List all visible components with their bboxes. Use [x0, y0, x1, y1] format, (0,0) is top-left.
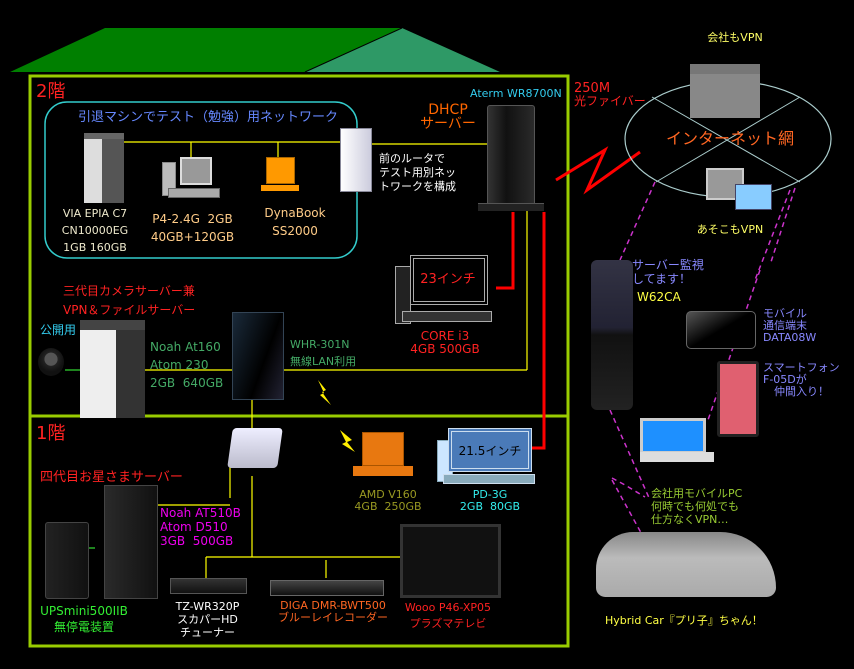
- star-server-icon: [104, 485, 158, 599]
- desktop-monitor-icon: [180, 157, 212, 185]
- internet-label: インターネット網: [665, 129, 794, 148]
- data08w-router-icon: [686, 311, 756, 349]
- star-server-title: 四代目お星さまサーバー: [40, 470, 183, 485]
- company-laptop-screen-icon: [640, 418, 706, 454]
- old-router-note: 前のルータでテスト用別ネットワークを構成: [379, 152, 456, 193]
- recorder-icon: [270, 580, 384, 596]
- car-label: Hybrid Car『プリ子』ちゃん！: [605, 614, 763, 627]
- floor2-label: 2階: [36, 81, 66, 102]
- phone-note: サーバー監視してます！: [632, 258, 704, 286]
- company-laptop-base-icon: [640, 452, 714, 462]
- plasma-tv-icon: [400, 524, 501, 598]
- desktop-keyboard-icon: [168, 188, 220, 198]
- amd-laptop-screen-icon: [362, 432, 404, 466]
- camera-server-icon: [80, 320, 145, 418]
- lan-lines: [123, 141, 528, 578]
- webcam-icon: [38, 348, 64, 376]
- desktop-23-screen-label: 23インチ: [420, 272, 476, 287]
- wifi-bolt-icon: [340, 430, 355, 452]
- roof-light: [305, 28, 500, 72]
- dynabook-base-icon: [261, 185, 299, 191]
- aterm-router-icon: [487, 105, 535, 207]
- floor1-label: 1階: [36, 423, 66, 444]
- dynabook-laptop-icon: [266, 157, 295, 184]
- floor1-border: [28, 414, 570, 648]
- camera-public-label: 公開用: [40, 323, 77, 337]
- cross-line: [655, 96, 801, 183]
- aterm-model-label: Aterm WR8700N: [470, 87, 562, 100]
- phone-model-label: W62CA: [637, 290, 681, 304]
- roof-dark: [10, 28, 402, 72]
- cross-line: [651, 96, 801, 183]
- wireless-links: [609, 181, 796, 541]
- whr301n-router-icon: [232, 312, 284, 400]
- desktop-23-keyboard-icon: [402, 311, 492, 322]
- prius-car-icon: [596, 532, 776, 597]
- network-hub-icon: [227, 428, 283, 468]
- wifi-bolt-icon: [318, 380, 331, 405]
- aterm-router-stand: [478, 203, 544, 211]
- wan-lines: [496, 146, 641, 450]
- pd3g-monitor: [448, 428, 532, 472]
- tuner-icon: [170, 578, 247, 594]
- pd3g-screen-label: 21.5インチ: [458, 444, 522, 458]
- w62ca-phone-icon: [591, 260, 633, 410]
- office-vpn-label: 会社もVPN: [707, 31, 763, 44]
- test-network-title: 引退マシンでテスト（勉強）用ネットワーク: [78, 110, 339, 125]
- desktop-23-monitor: [410, 255, 488, 305]
- pd3g-keyboard-icon: [443, 474, 535, 484]
- old-router-icon: [340, 128, 372, 192]
- ups-icon: [45, 522, 89, 599]
- amd-laptop-base-icon: [353, 466, 413, 476]
- roof-ridge: [304, 27, 403, 73]
- office-building-icon: [690, 64, 760, 118]
- f05d-smartphone-icon: [717, 361, 759, 437]
- remote-laptop-icon: [735, 184, 772, 210]
- via-epia-pc-icon: [84, 133, 124, 203]
- anywhere-vpn-label: あそこもVPN: [696, 223, 764, 236]
